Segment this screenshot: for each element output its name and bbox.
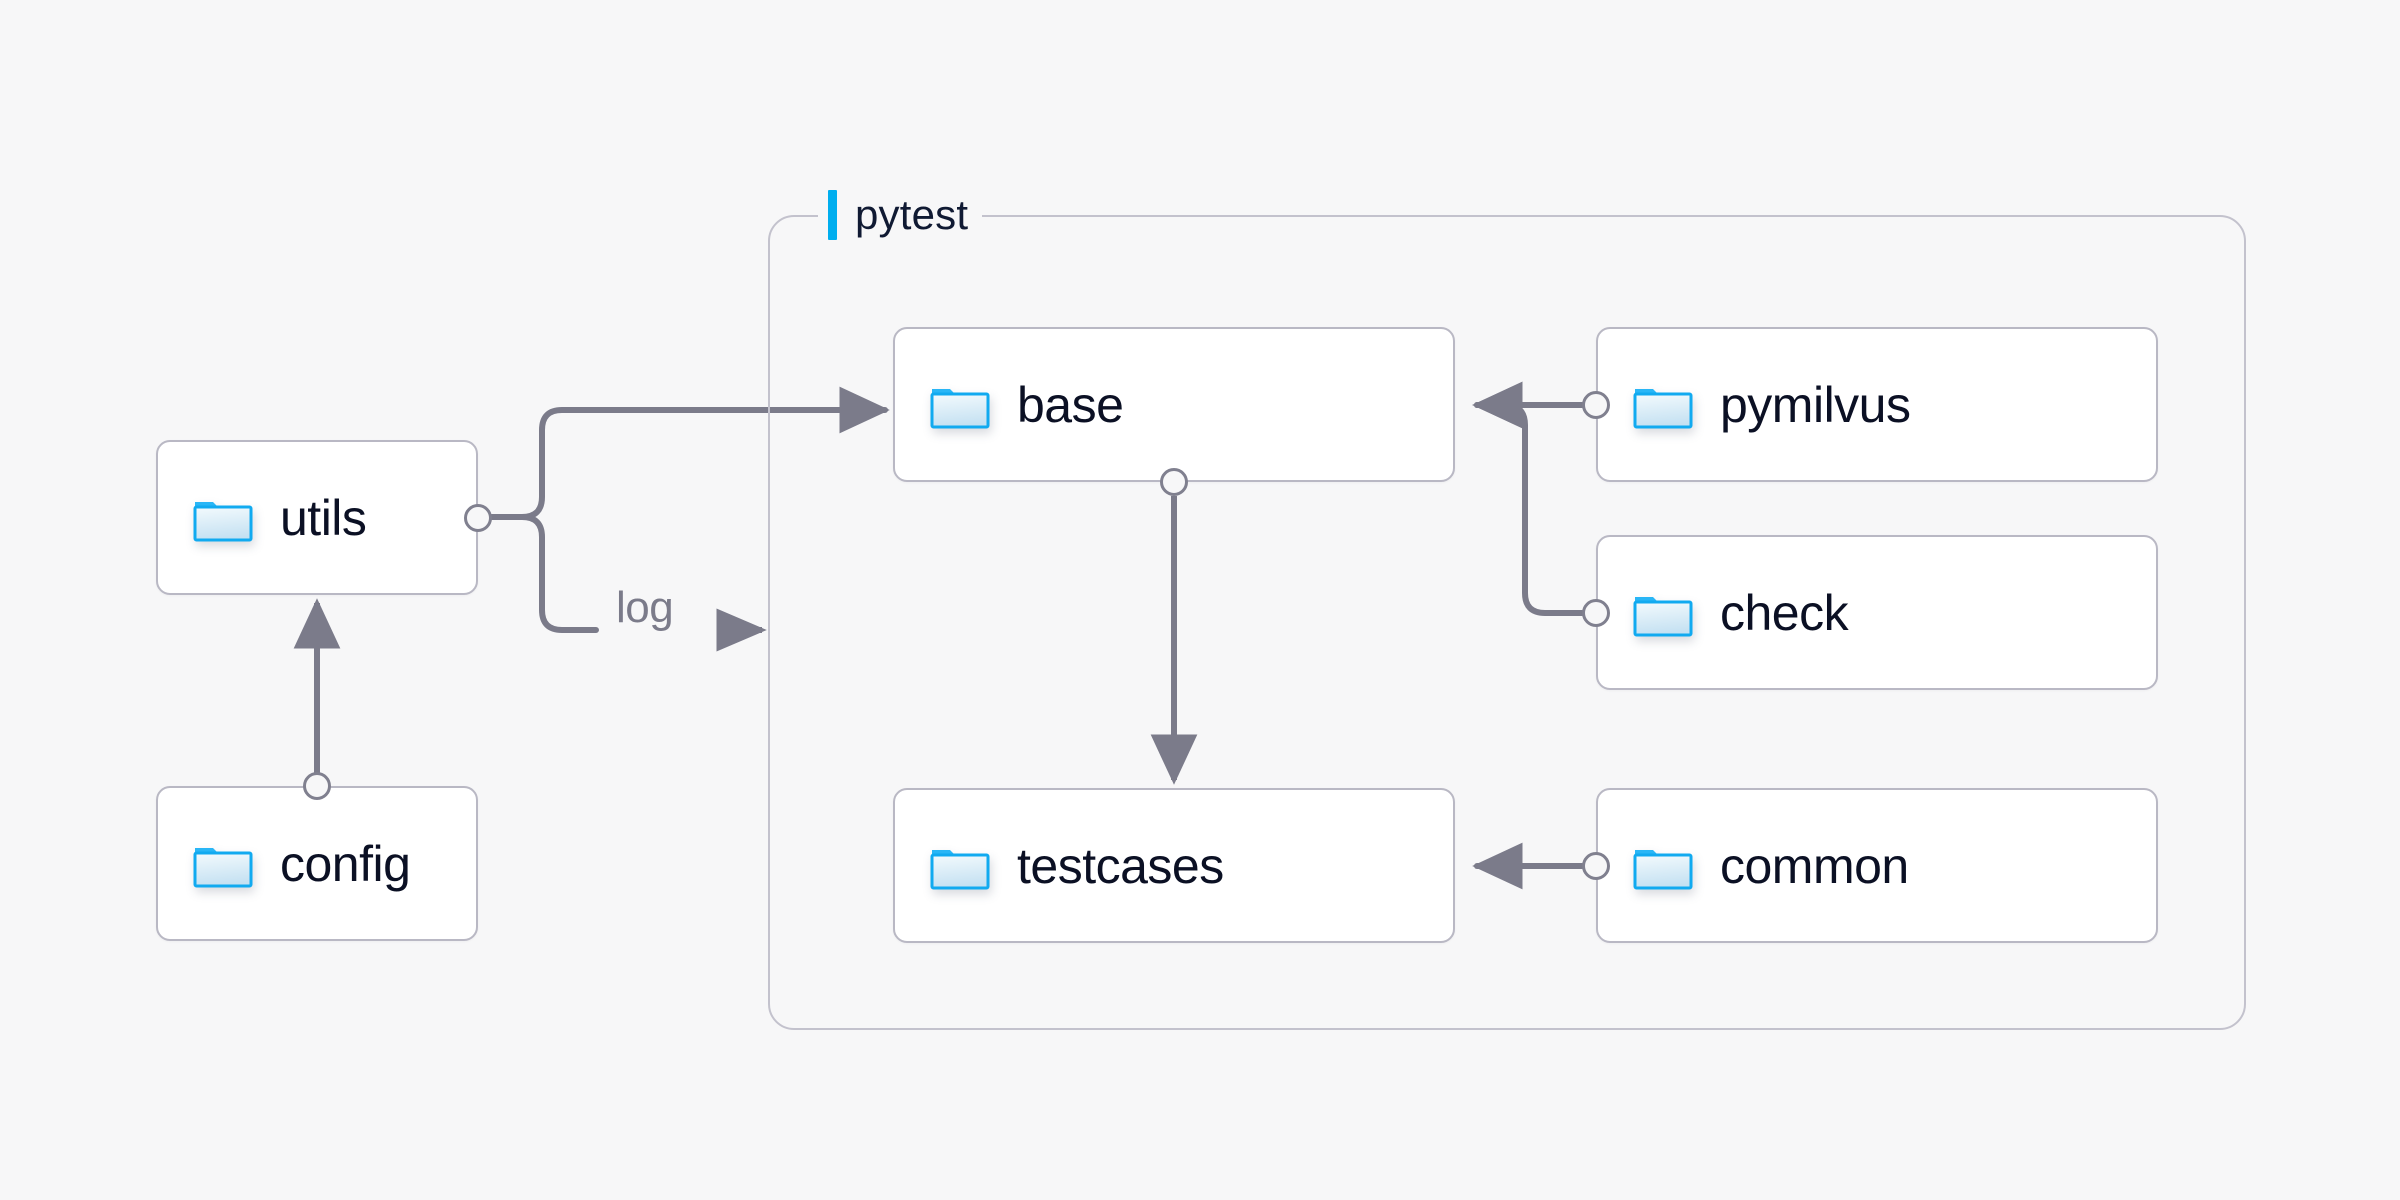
node-label-config: config <box>280 835 411 892</box>
edge-label-log: log <box>604 583 686 633</box>
check-port-left[interactable] <box>1582 598 1610 627</box>
node-utils[interactable]: utils <box>156 440 492 595</box>
utils-port-right[interactable] <box>464 503 492 532</box>
common-port-left[interactable] <box>1582 851 1610 880</box>
node-base[interactable]: base <box>893 327 1455 496</box>
base-port-bottom[interactable] <box>1160 468 1188 496</box>
folder-icon <box>192 839 254 889</box>
node-label-common: common <box>1720 837 1909 894</box>
folder-icon <box>929 841 991 891</box>
node-config[interactable]: config <box>156 772 478 941</box>
folder-icon <box>929 380 991 430</box>
edge-label-log-text: log <box>616 583 674 632</box>
folder-icon <box>192 493 254 543</box>
node-label-pymilvus: pymilvus <box>1720 376 1911 433</box>
node-testcases[interactable]: testcases <box>893 788 1455 943</box>
folder-icon <box>1632 380 1694 430</box>
pymilvus-port-left[interactable] <box>1582 390 1610 419</box>
pytest-group-label: pytest <box>818 186 983 244</box>
node-label-utils: utils <box>280 489 367 546</box>
node-label-base: base <box>1017 376 1124 433</box>
pytest-group-container[interactable] <box>768 215 2246 1030</box>
node-check[interactable]: check <box>1582 535 2158 690</box>
group-accent-bar <box>828 190 837 240</box>
node-pymilvus[interactable]: pymilvus <box>1582 327 2158 482</box>
group-title-text: pytest <box>855 191 969 238</box>
folder-icon <box>1632 588 1694 638</box>
config-port-top[interactable] <box>303 772 331 800</box>
folder-icon <box>1632 841 1694 891</box>
node-common[interactable]: common <box>1582 788 2158 943</box>
node-label-testcases: testcases <box>1017 837 1224 894</box>
node-label-check: check <box>1720 584 1849 641</box>
